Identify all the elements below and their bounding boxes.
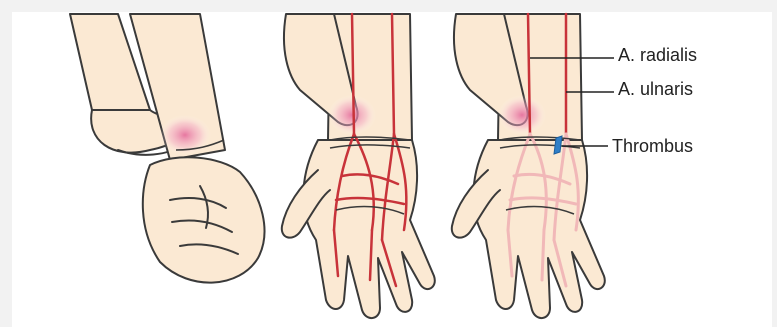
label-thrombus: Thrombus [612,137,693,155]
palm-3 [473,140,604,318]
pressure-spot-3 [498,95,546,135]
pressure-spot-2 [328,95,376,135]
label-a-ulnaris: A. ulnaris [618,80,693,98]
label-a-radialis: A. radialis [618,46,697,64]
fist [143,157,265,282]
panel-2-open-hand [282,14,435,318]
